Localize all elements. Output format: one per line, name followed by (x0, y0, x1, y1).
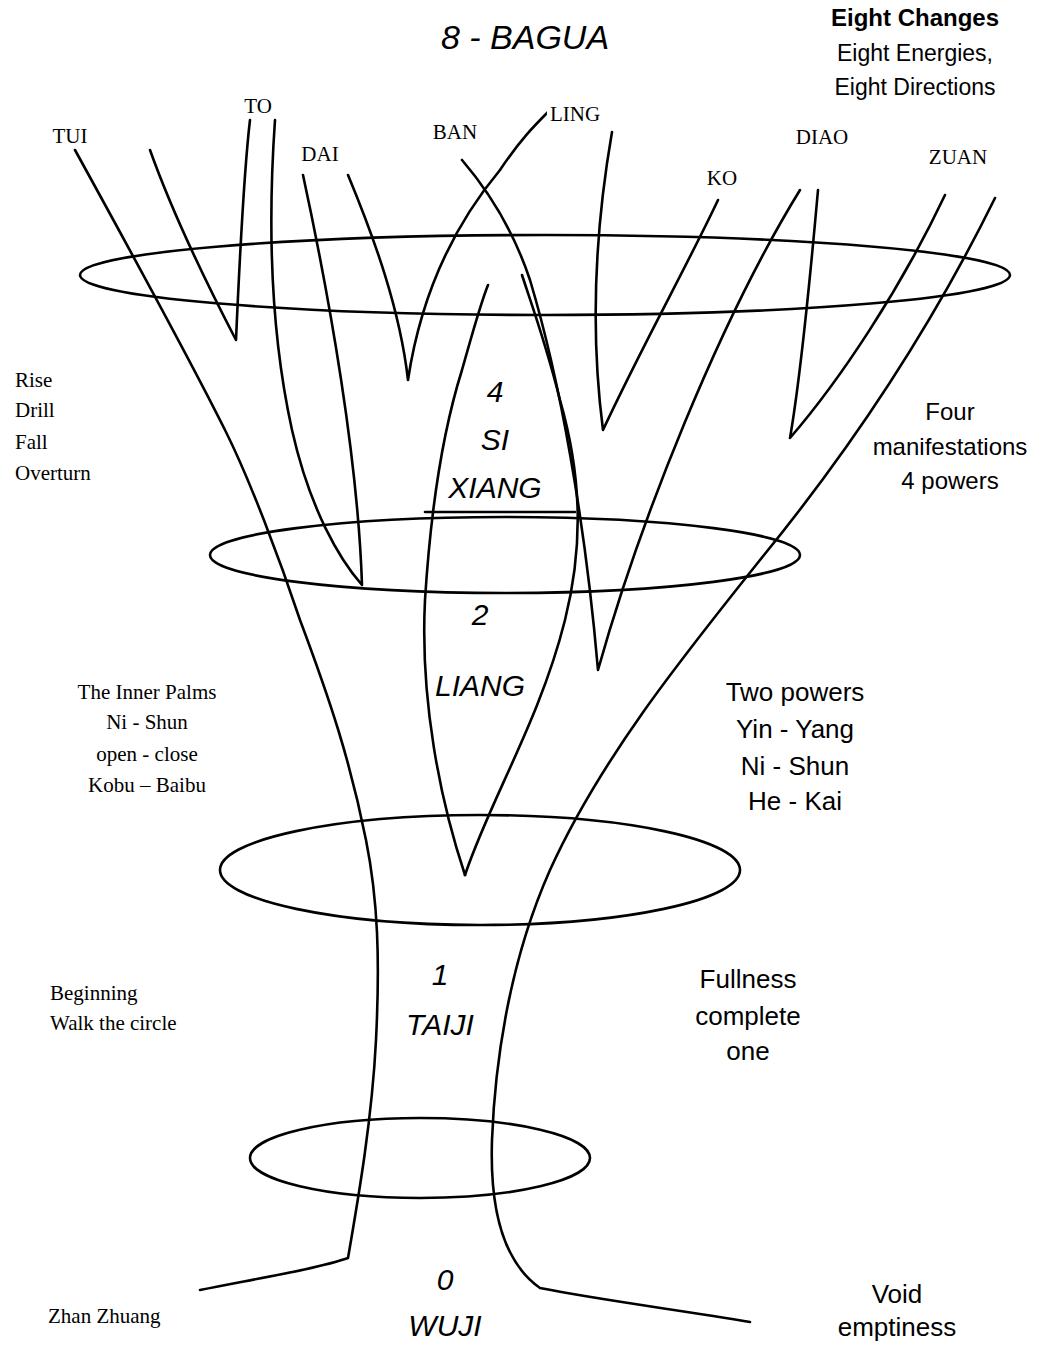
side-note: Walk the circle (47, 1011, 180, 1035)
stage-name: WUJI (405, 1309, 484, 1344)
stage-number: 4 (484, 375, 507, 410)
side-note: manifestations (870, 433, 1031, 461)
trunk-line (492, 198, 995, 1322)
side-note: Fullness (697, 965, 800, 995)
branch-label: TUI (50, 124, 91, 148)
branch-line (465, 275, 578, 875)
branch-line (150, 120, 250, 340)
branch-label: TO (241, 94, 275, 118)
branch-line (424, 285, 488, 875)
side-note: Two powers (723, 678, 868, 708)
side-note: Overturn (12, 461, 94, 485)
stage-number: 1 (429, 958, 452, 993)
branch-label: DAI (298, 142, 341, 166)
heading-text: Eight Energies, (834, 40, 996, 66)
stage-name: TAIJI (403, 1008, 477, 1043)
side-note: Rise (12, 368, 55, 392)
side-note: Yin - Yang (733, 715, 857, 745)
stage-name: XIANG (445, 471, 544, 506)
ring (210, 517, 800, 593)
side-note: complete (692, 1002, 804, 1032)
branch-line (462, 160, 800, 670)
branch-label: LING (547, 102, 603, 126)
side-note: Zhan Zhuang (45, 1304, 164, 1328)
side-note: Four (922, 398, 977, 426)
side-note: Kobu – Baibu (85, 773, 209, 797)
ring (80, 235, 1010, 315)
side-note: Void (869, 1280, 926, 1310)
ring (220, 815, 740, 925)
ring (250, 1118, 590, 1198)
side-note: Ni - Shun (103, 710, 191, 734)
side-note: one (723, 1037, 772, 1067)
divider-line (425, 511, 575, 514)
side-note: The Inner Palms (75, 680, 220, 704)
side-note: He - Kai (745, 787, 845, 817)
side-note: Fall (12, 430, 51, 454)
stage-number: 0 (434, 1263, 457, 1298)
branch-label: DIAO (793, 125, 852, 149)
branch-label: KO (704, 166, 740, 190)
heading-text: Eight Changes (828, 4, 1002, 32)
side-note: emptiness (835, 1313, 960, 1343)
branch-line (271, 120, 362, 585)
stage-number: 2 (469, 598, 492, 633)
side-note: Beginning (47, 981, 141, 1005)
stage-name: SI (478, 423, 512, 458)
branch-label: ZUAN (926, 145, 990, 169)
side-note: 4 powers (898, 467, 1001, 495)
stage-name: LIANG (432, 669, 528, 704)
diagram-title: 8 - BAGUA (438, 18, 612, 57)
side-note: Drill (12, 398, 58, 422)
heading-text: Eight Directions (831, 74, 998, 100)
side-note: open - close (93, 742, 200, 766)
side-note: Ni - Shun (738, 752, 852, 782)
branch-label: BAN (430, 120, 480, 144)
